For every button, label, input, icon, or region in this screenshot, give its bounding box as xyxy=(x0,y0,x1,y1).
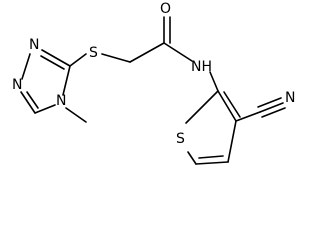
bond-n4-methyl xyxy=(65,107,87,123)
bond-c4-c5-double xyxy=(198,155,224,159)
atom-nh-amide: NH xyxy=(191,59,212,75)
atom-labels: S O NH N N N S N xyxy=(12,1,295,147)
bonds xyxy=(20,16,286,165)
bond-n4-c3 xyxy=(62,65,71,96)
atom-s-thiophene: S xyxy=(176,131,185,147)
bond-nh-thiophene xyxy=(209,71,219,92)
atom-o-carbonyl: O xyxy=(160,1,171,17)
bond-cn-triple-2 xyxy=(257,97,282,108)
bond-s-c2 xyxy=(185,90,219,124)
atom-n-triazole-1: N xyxy=(12,77,22,93)
bond-cn-triple-3 xyxy=(261,107,286,118)
bond-c2-c3-double xyxy=(223,91,241,118)
bond-c3-s xyxy=(69,53,87,67)
bond-n2-n1 xyxy=(21,53,31,80)
bond-c5-s xyxy=(187,151,197,165)
chemical-structure-diagram: S O NH N N N S N xyxy=(12,1,295,165)
atom-n-triazole-4: N xyxy=(56,93,66,109)
bond-cn-triple-1 xyxy=(259,102,284,113)
bond-c5-n4 xyxy=(34,104,56,114)
bond-c4-c5 xyxy=(195,161,229,165)
bond-n1-c5-double xyxy=(26,91,39,109)
bond-n1-c5 xyxy=(20,91,36,114)
bond-c2-c3 xyxy=(217,90,237,122)
bond-c3-c4 xyxy=(227,120,237,163)
bond-ch2-carbonyl xyxy=(129,42,165,63)
bond-c3-cn xyxy=(235,111,261,122)
bond-c3-n2-double xyxy=(40,55,65,70)
bond-carbonyl-nh xyxy=(163,42,193,62)
atom-n-triazole-2: N xyxy=(29,37,39,53)
atom-n-nitrile: N xyxy=(285,90,295,106)
bond-s-ch2 xyxy=(101,53,131,63)
bond-c3-n2 xyxy=(41,49,71,67)
atom-s-thioether: S xyxy=(89,45,98,61)
